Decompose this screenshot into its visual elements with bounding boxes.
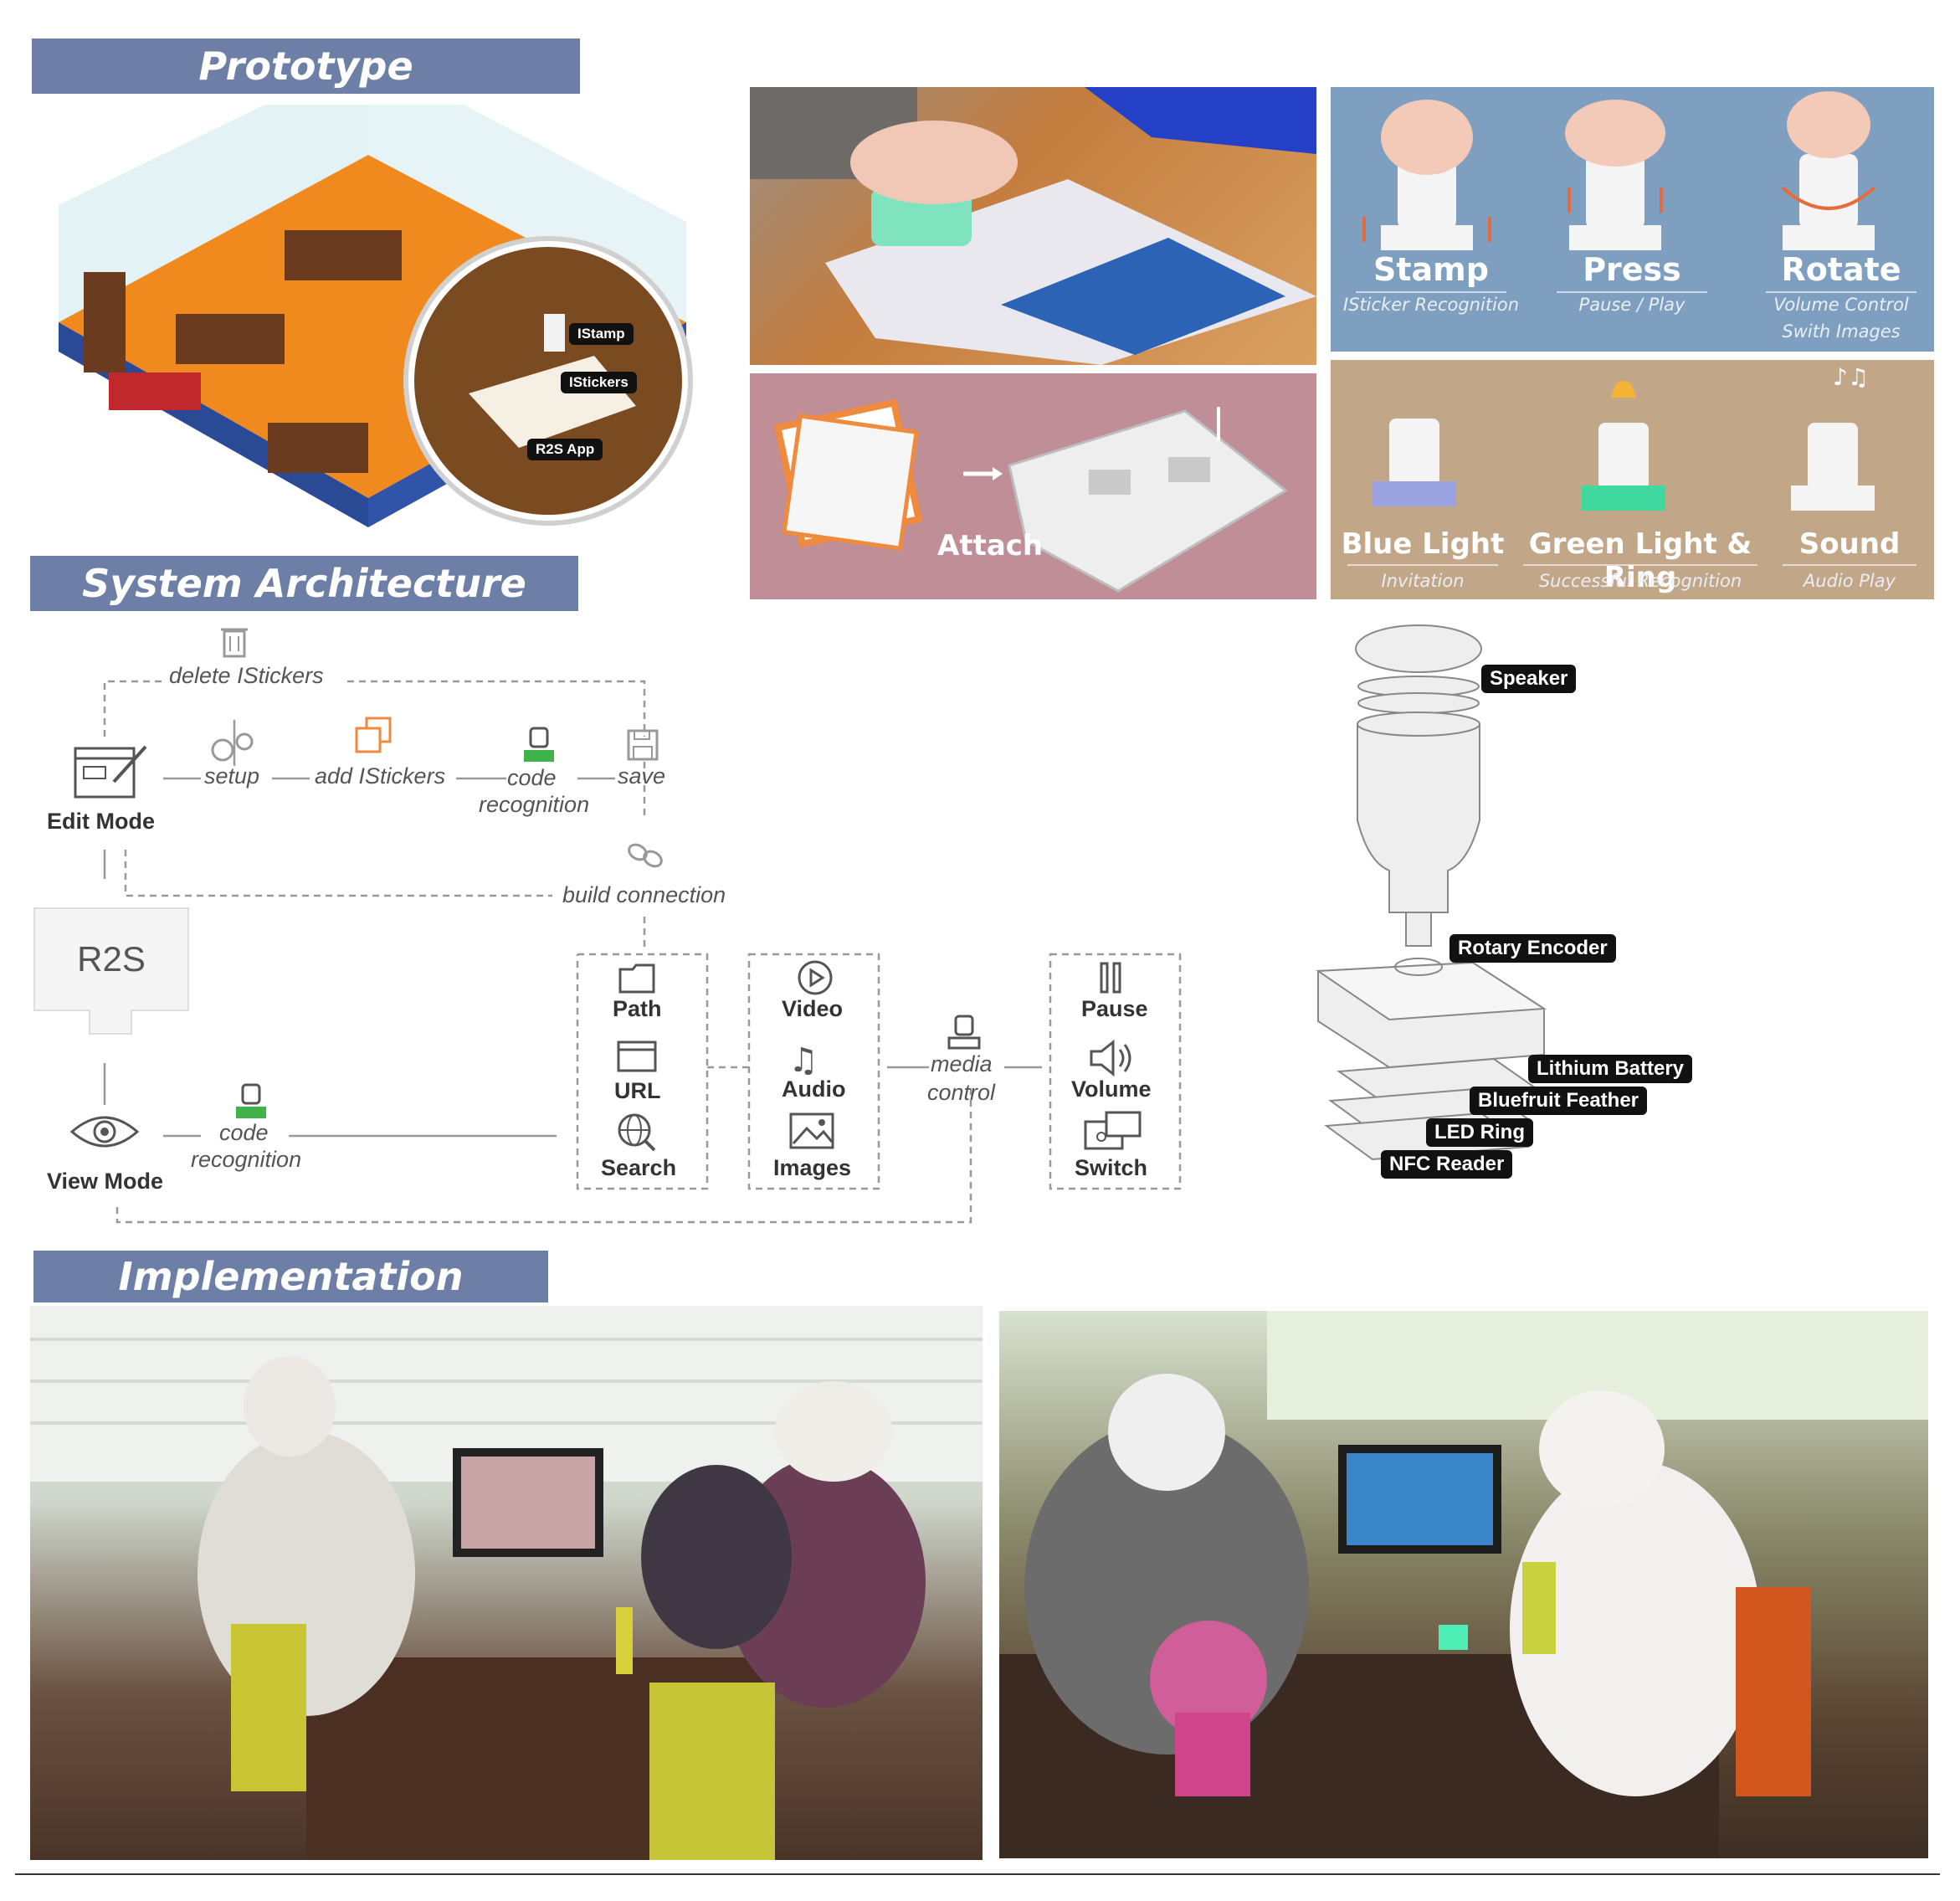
edit-mode-label: Edit Mode	[47, 809, 155, 834]
led-ring-tag: LED Ring	[1426, 1118, 1533, 1147]
control-label: control	[927, 1080, 996, 1105]
edit-mode-icon	[74, 745, 147, 799]
pause-icon	[1100, 962, 1121, 994]
gesture-rotate-title: Rotate	[1781, 251, 1901, 288]
save-icon	[627, 729, 659, 761]
istamp-tag: IStamp	[569, 323, 634, 345]
attach-panel	[750, 373, 1316, 599]
build-connection-label: build connection	[562, 882, 726, 907]
url-icon	[617, 1040, 657, 1072]
gesture-devices	[1362, 91, 1876, 250]
delete-istickers-label: delete IStickers	[169, 663, 324, 688]
save-label: save	[618, 763, 666, 789]
gesture-rotate-sub2: Swith Images	[1782, 321, 1901, 342]
r2s-app-tag: R2S App	[527, 439, 603, 460]
room-illustration	[59, 105, 693, 527]
user-icon-edit	[524, 727, 554, 762]
bottom-rule	[15, 1873, 1940, 1875]
lithium-battery-tag: Lithium Battery	[1528, 1055, 1693, 1083]
svg-text:♪♫: ♪♫	[1833, 363, 1869, 391]
volume-label: Volume	[1071, 1076, 1152, 1102]
link-icon	[628, 843, 663, 868]
stickers-icon	[355, 717, 392, 753]
view-mode-label: View Mode	[47, 1169, 164, 1194]
speaker-tag: Speaker	[1481, 665, 1577, 693]
feedback-blue-sub: Invitation	[1381, 571, 1465, 591]
recognition-label-1: recognition	[479, 792, 590, 817]
r2s-device: R2S	[33, 907, 189, 1011]
media-label: media	[931, 1051, 993, 1076]
code-label-1: code	[507, 765, 557, 790]
implementation-banner: Implementation	[33, 1251, 548, 1302]
url-label: URL	[614, 1078, 661, 1103]
code-label-2: code	[219, 1120, 269, 1145]
feedback-devices: ♪♫	[1373, 363, 1875, 511]
gear-icon	[211, 732, 254, 762]
eye-icon	[69, 1116, 140, 1148]
globe-icon	[618, 1113, 656, 1152]
add-istickers-label: add IStickers	[315, 763, 446, 789]
architecture-banner: System Architecture	[30, 556, 578, 611]
istickers-tag: IStickers	[561, 372, 637, 393]
user-icon-view	[236, 1083, 266, 1118]
path-label: Path	[613, 996, 662, 1021]
prototype-banner: Prototype	[32, 39, 580, 94]
gesture-stamp-title: Stamp	[1373, 251, 1489, 288]
rotary-encoder-tag: Rotary Encoder	[1449, 934, 1616, 963]
r2s-device-label: R2S	[77, 939, 146, 979]
speaker-icon	[1090, 1040, 1131, 1076]
switch-label: Switch	[1075, 1155, 1148, 1180]
setup-label: setup	[204, 763, 260, 789]
recognition-label-2: recognition	[191, 1147, 302, 1172]
attach-label: Attach	[937, 529, 1044, 563]
feedback-blue-title: Blue Light	[1341, 527, 1505, 561]
stamp-photo	[750, 87, 1316, 365]
pause-label: Pause	[1081, 996, 1148, 1021]
trash-icon	[221, 628, 248, 658]
gesture-press-title: Press	[1583, 251, 1681, 288]
video-icon	[798, 960, 833, 995]
architecture-flow-lines	[103, 680, 1182, 1224]
gesture-stamp-sub: ISticker Recognition	[1342, 295, 1520, 315]
image-icon	[789, 1112, 834, 1149]
gesture-press-sub: Pause / Play	[1578, 295, 1685, 315]
user-icon-media	[947, 1015, 981, 1050]
feedback-sound-title: Sound	[1798, 527, 1901, 561]
svg-text:♫: ♫	[788, 1041, 818, 1078]
feedback-sound-sub: Audio Play	[1803, 571, 1896, 591]
audio-label: Audio	[782, 1076, 846, 1102]
feedback-green-sub: Successful Recognition	[1538, 571, 1742, 591]
bluefruit-feather-tag: Bluefruit Feather	[1470, 1087, 1648, 1115]
music-note-icon: ♫	[788, 1041, 818, 1078]
implementation-photo-right	[999, 1311, 1928, 1858]
switch-images-icon	[1084, 1111, 1142, 1150]
search-label: Search	[601, 1155, 677, 1180]
gesture-rotate-sub: Volume Control	[1773, 295, 1909, 315]
folder-icon	[618, 963, 655, 994]
video-label: Video	[782, 996, 844, 1021]
feedback-green-title: Green Light & Ring	[1528, 527, 1752, 594]
implementation-photo-left	[30, 1306, 983, 1860]
nfc-reader-tag: NFC Reader	[1381, 1150, 1513, 1179]
images-label: Images	[773, 1155, 852, 1180]
